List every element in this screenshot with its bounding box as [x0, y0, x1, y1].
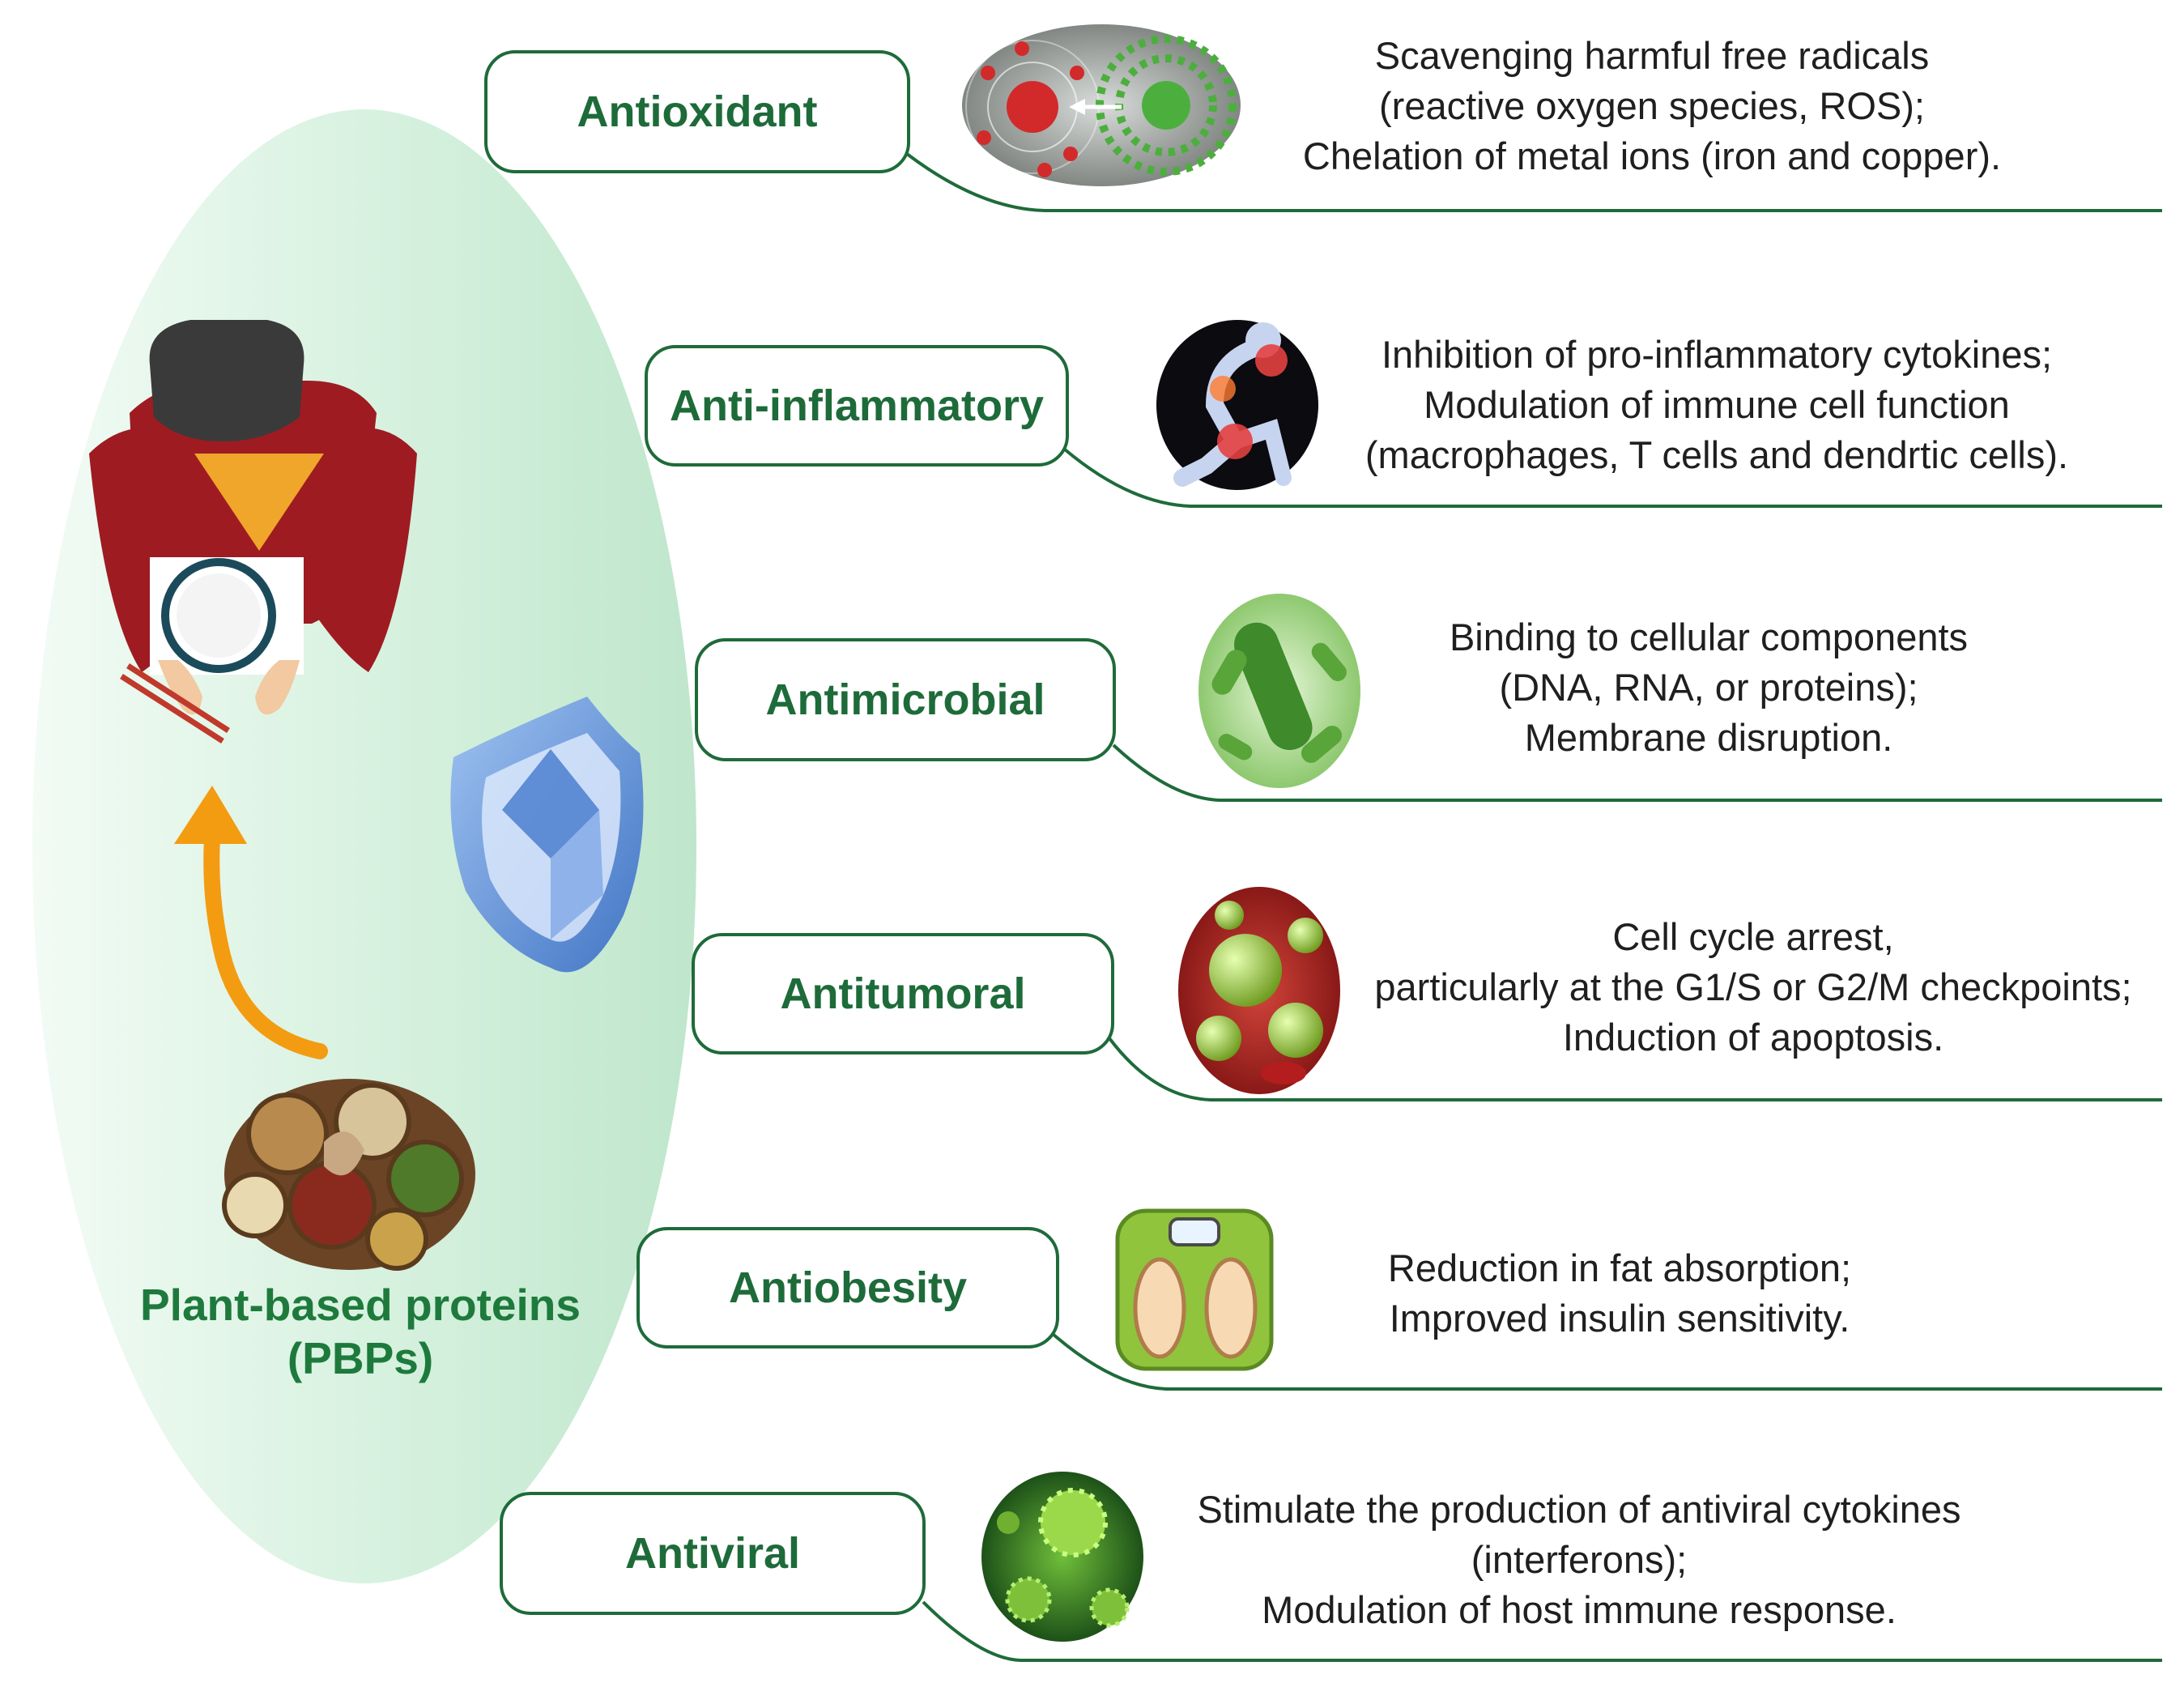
desc-line: (macrophages, T cells and dendrtic cells… [1364, 433, 2069, 476]
desc-antitumoral: Cell cycle arrest, particularly at the G… [1332, 912, 2174, 1063]
connector-line-antitumoral [1108, 1037, 2162, 1101]
pbp-label-line2: (PBPs) [287, 1333, 434, 1383]
legumes-bowl-icon [222, 1079, 475, 1271]
connector-line-antioxidant [905, 152, 2162, 212]
arrow-up-icon [174, 786, 328, 1059]
desc-antiviral: Stimulate the production of antiviral cy… [1142, 1485, 2016, 1635]
label-antiviral: Antiviral [500, 1492, 926, 1615]
desc-line: Scavenging harmful free radicals [1374, 34, 1930, 77]
desc-line: Stimulate the production of antiviral cy… [1197, 1488, 1961, 1531]
desc-line: particularly at the G1/S or G2/M checkpo… [1374, 965, 2132, 1008]
desc-line: Improved insulin sensitivity. [1389, 1297, 1850, 1340]
desc-line: Membrane disruption. [1524, 716, 1893, 759]
weighing-scale-icon [1113, 1208, 1275, 1371]
connector-line-anti-inflammatory [1063, 448, 2162, 508]
desc-line: Inhibition of pro-inflammatory cytokines… [1381, 333, 2053, 376]
desc-line: Induction of apoptosis. [1562, 1016, 1944, 1059]
person-eating-icon [89, 320, 417, 743]
desc-line: Binding to cellular components [1449, 616, 1969, 658]
desc-line: (DNA, RNA, or proteins); [1499, 666, 1918, 709]
shield-icon [450, 697, 644, 973]
connector-line-antimicrobial [1112, 743, 2162, 802]
desc-line: (reactive oxygen species, ROS); [1379, 84, 1925, 127]
label-antiobesity: Antiobesity [636, 1227, 1059, 1348]
label-anti-inflammatory: Anti-inflammatory [645, 345, 1069, 467]
desc-line: Chelation of metal ions (iron and copper… [1302, 134, 2002, 177]
desc-antimicrobial: Binding to cellular components (DNA, RNA… [1401, 612, 2016, 763]
desc-antioxidant: Scavenging harmful free radicals (reacti… [1247, 31, 2057, 181]
desc-line: (interferons); [1471, 1538, 1688, 1581]
connector-line-antiobesity [1051, 1332, 2162, 1391]
desc-line: Modulation of immune cell function [1424, 383, 2010, 426]
connector-line-antiviral [922, 1600, 2162, 1662]
label-antimicrobial: Antimicrobial [695, 638, 1116, 761]
desc-line: Cell cycle arrest, [1612, 915, 1894, 958]
bacteria-icon [1198, 594, 1360, 788]
desc-antiobesity: Reduction in fat absorption; Improved in… [1336, 1243, 1903, 1344]
desc-anti-inflammatory: Inhibition of pro-inflammatory cytokines… [1312, 330, 2122, 480]
tumor-cell-icon [1178, 887, 1340, 1094]
desc-line: Modulation of host immune response. [1262, 1588, 1897, 1631]
label-antioxidant: Antioxidant [484, 50, 910, 173]
pbp-label-line1: Plant-based proteins [140, 1280, 581, 1330]
virus-icon [981, 1472, 1143, 1642]
label-antitumoral: Antitumoral [692, 933, 1114, 1055]
connector-lines [905, 152, 2162, 1662]
desc-line: Reduction in fat absorption; [1387, 1246, 1852, 1289]
joint-pain-icon [1156, 320, 1318, 490]
pbp-label: Plant-based proteins (PBPs) [81, 1278, 640, 1385]
atom-icon [962, 24, 1241, 186]
